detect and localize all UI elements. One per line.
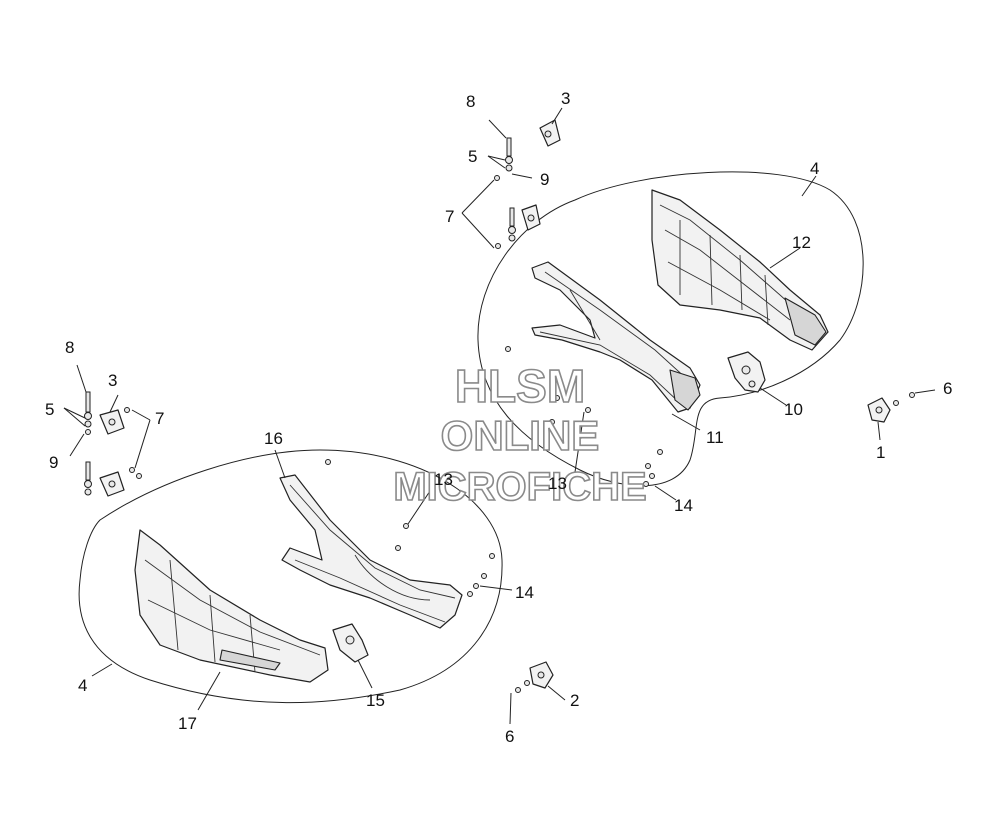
watermark-line-1: HLSM bbox=[455, 360, 585, 412]
callout-6-right: 6 bbox=[943, 379, 952, 398]
callout-14-right: 14 bbox=[674, 496, 693, 515]
callout-7-left: 7 bbox=[155, 409, 164, 428]
callout-11: 11 bbox=[706, 428, 724, 447]
callout-8-right: 8 bbox=[466, 92, 475, 111]
callout-4-left: 4 bbox=[78, 676, 87, 695]
callout-17: 17 bbox=[178, 714, 197, 733]
left-assembly-outline bbox=[78, 449, 503, 704]
hinge-bracket-left-lower bbox=[99, 471, 125, 497]
hinge-hardware-right bbox=[494, 137, 516, 249]
watermark-line-2: ONLINE bbox=[441, 412, 600, 459]
callout-4-right: 4 bbox=[810, 159, 819, 178]
leader-lines bbox=[63, 107, 936, 725]
callout-13-right: 13 bbox=[548, 474, 567, 493]
door-frame-left bbox=[279, 474, 463, 629]
callout-3-left: 3 bbox=[108, 371, 117, 390]
callout-5-right: 5 bbox=[468, 147, 477, 166]
callout-16: 16 bbox=[264, 429, 283, 448]
callout-5-left: 5 bbox=[45, 400, 54, 419]
callout-6-bottom: 6 bbox=[505, 727, 514, 746]
callout-2: 2 bbox=[570, 691, 579, 710]
callout-8-left: 8 bbox=[65, 338, 74, 357]
right-assembly-outline bbox=[477, 171, 864, 487]
callout-3-right: 3 bbox=[561, 89, 570, 108]
callout-labels: 1 2 3 3 4 4 5 5 6 6 7 7 8 8 9 9 10 11 12… bbox=[45, 89, 952, 746]
callout-12: 12 bbox=[792, 233, 811, 252]
striker-left bbox=[529, 661, 554, 689]
fasteners bbox=[325, 346, 915, 693]
callout-7-right: 7 bbox=[445, 207, 454, 226]
callout-9-right: 9 bbox=[540, 170, 549, 189]
inner-panel-right bbox=[651, 189, 829, 351]
watermark: HLSM ONLINE MICROFICHE bbox=[393, 359, 648, 510]
callout-13-left: 13 bbox=[434, 470, 453, 489]
callout-10: 10 bbox=[784, 400, 803, 419]
callout-15: 15 bbox=[366, 691, 385, 710]
latch-left bbox=[332, 623, 369, 663]
hinge-hardware-left bbox=[84, 391, 142, 496]
striker-right bbox=[867, 397, 891, 423]
hinge-bracket-left-upper bbox=[99, 409, 125, 435]
callout-1: 1 bbox=[876, 443, 885, 462]
watermark-line-3: MICROFICHE bbox=[393, 465, 646, 509]
callout-14-left: 14 bbox=[515, 583, 534, 602]
callout-9-left: 9 bbox=[49, 453, 58, 472]
hinge-bracket-right-lower bbox=[521, 204, 541, 231]
outer-panel-left bbox=[134, 529, 329, 683]
latch-right bbox=[727, 351, 766, 393]
hinge-bracket-right-upper bbox=[539, 119, 561, 147]
door-frame-right bbox=[531, 261, 701, 413]
